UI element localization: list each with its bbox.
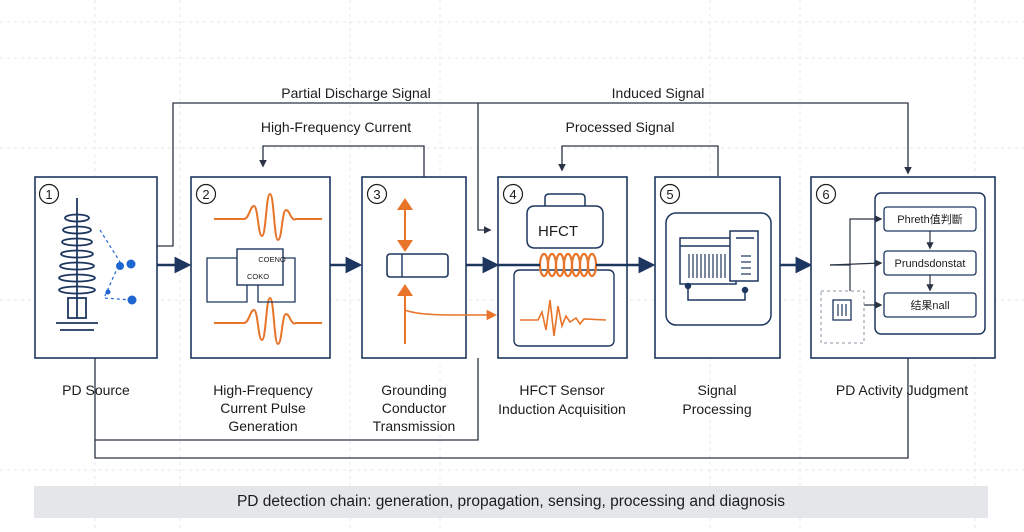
insulator-tower-icon: [56, 198, 98, 331]
stage-number: 6: [822, 187, 829, 202]
caption-bar: PD detection chain: generation, propagat…: [34, 486, 988, 518]
stage-1-label-line-1: PD Source: [62, 382, 130, 398]
stage-number: 1: [45, 187, 52, 202]
generator-box-top-label: COENO: [258, 255, 286, 264]
stage-3-label-line-2: Conductor: [382, 400, 447, 416]
stage-3-label-line-3: Transmission: [373, 418, 456, 434]
stage-6-label-line-1: PD Activity Judgment: [836, 382, 968, 398]
stage-2-box: 2 COENO COKO: [190, 176, 331, 359]
pulse-waveform-icon: [214, 192, 322, 346]
stage-2-label-line-3: Generation: [228, 418, 297, 434]
processed-signal-path: [558, 145, 719, 176]
stage-number-badge: [659, 183, 681, 205]
stage-3-box: 3: [361, 176, 498, 359]
partial-discharge-path: [157, 102, 492, 247]
decision-step-1: Phreth值判斷: [897, 213, 962, 226]
stage-5-box: 5: [654, 176, 781, 359]
decision-icon: Phreth值判斷 Prundsdonstat 结果nall: [820, 192, 986, 344]
processed-signal-label: Processed Signal: [566, 119, 675, 135]
stage-4-box: 4 HFCT: [497, 176, 628, 359]
hfct-sensor-label: HFCT: [538, 223, 578, 240]
decision-step-3: 结果nall: [910, 299, 949, 312]
decision-step-2: Prundsdonstat: [895, 258, 966, 270]
stage-number-badge: [502, 183, 524, 205]
stage-4-label-line-1: HFCT Sensor: [519, 382, 605, 398]
stage-number: 2: [202, 187, 209, 202]
stage-number-badge: [815, 183, 837, 205]
orange-feed-arrow: [404, 309, 498, 321]
stored-data-icon: [820, 290, 865, 344]
partial-discharge-signal-label: Partial Discharge Signal: [281, 85, 430, 101]
processor-icon: [665, 212, 772, 326]
pulse-generator-icon: COENO COKO: [206, 248, 296, 303]
stage-number: 5: [666, 187, 673, 202]
stage-2-label-line-1: High-Frequency: [213, 382, 313, 398]
stage-2-label-line-2: Current Pulse: [220, 400, 306, 416]
stage-number: 3: [373, 187, 380, 202]
stage-number-badge: [366, 183, 388, 205]
stage-number: 4: [509, 187, 516, 202]
stage-number-badge: [38, 183, 60, 205]
stage-3-label-line-1: Grounding: [381, 382, 446, 398]
pd-spark-icon: [99, 229, 137, 305]
bottom-return-path: [94, 358, 909, 459]
bottom-return-path-2: [95, 358, 479, 441]
induced-signal-label: Induced Signal: [612, 85, 705, 101]
caption-text: PD detection chain: generation, propagat…: [236, 493, 786, 510]
stage-number-badge: [195, 183, 217, 205]
stage-5-label-line-1: Signal: [698, 382, 737, 398]
stage-1-box: 1: [34, 176, 158, 359]
induced-signal-path: [478, 102, 912, 175]
conductor-icon: [386, 198, 498, 344]
stage-labels: PD Source High-Frequency Current Pulse G…: [62, 382, 968, 434]
acquired-waveform: [520, 299, 607, 337]
stage-4-label-line-2: Induction Acquisition: [498, 401, 626, 417]
high-frequency-current-label: High-Frequency Current: [261, 119, 411, 135]
generator-box-bottom-label: COKO: [247, 272, 269, 281]
stage-6-box: 6 Phreth值判斷 Prundsdonstat 结果nall: [810, 176, 996, 359]
hfct-coil-icon: HFCT: [498, 193, 627, 347]
stage-5-label-line-2: Processing: [682, 401, 751, 417]
